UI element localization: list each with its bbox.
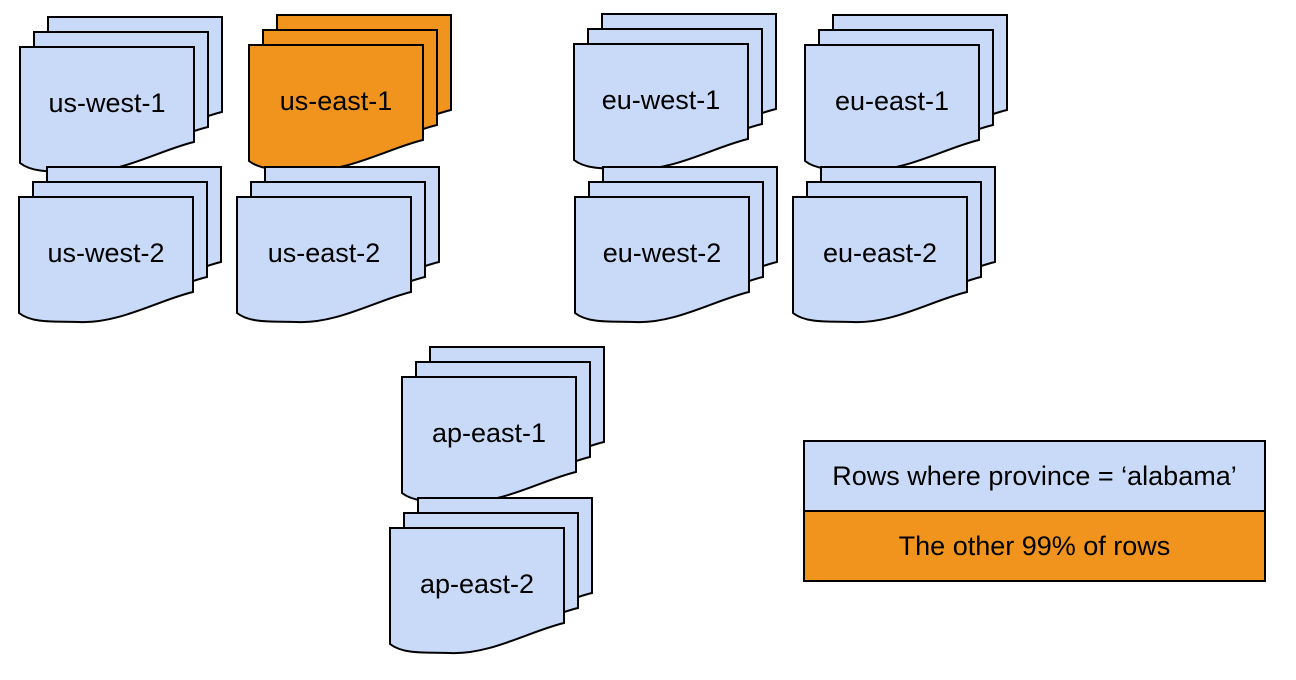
stacked-documents-icon [401,346,605,504]
stacked-documents-icon [18,166,222,324]
legend-row-0: Rows where province = ‘alabama’ [805,442,1264,510]
region-stack-eu-west-1: eu-west-1 [572,12,778,172]
region-stack-eu-west-2: eu-west-2 [573,165,779,325]
stacked-documents-icon [19,16,223,174]
stacked-documents-icon [236,166,440,324]
region-stack-us-east-1: us-east-1 [247,13,453,173]
region-stack-ap-east-2: ap-east-2 [388,496,594,656]
stacked-documents-icon [804,14,1008,172]
region-stack-us-west-2: us-west-2 [17,165,223,325]
region-stack-us-east-2: us-east-2 [235,165,441,325]
legend-label: Rows where province = ‘alabama’ [832,460,1237,491]
region-stack-ap-east-1: ap-east-1 [400,345,606,505]
stacked-documents-icon [248,14,452,172]
stacked-documents-icon [574,166,778,324]
stacked-documents-icon [573,13,777,171]
legend-label: The other 99% of rows [898,530,1171,561]
region-stack-us-west-1: us-west-1 [18,15,224,175]
stacked-documents-icon [389,497,593,655]
legend-row-1: The other 99% of rows [805,510,1264,580]
stacked-documents-icon [792,166,996,324]
legend: Rows where province = ‘alabama’ The othe… [803,440,1266,582]
region-stack-eu-east-1: eu-east-1 [803,13,1009,173]
region-stack-eu-east-2: eu-east-2 [791,165,997,325]
